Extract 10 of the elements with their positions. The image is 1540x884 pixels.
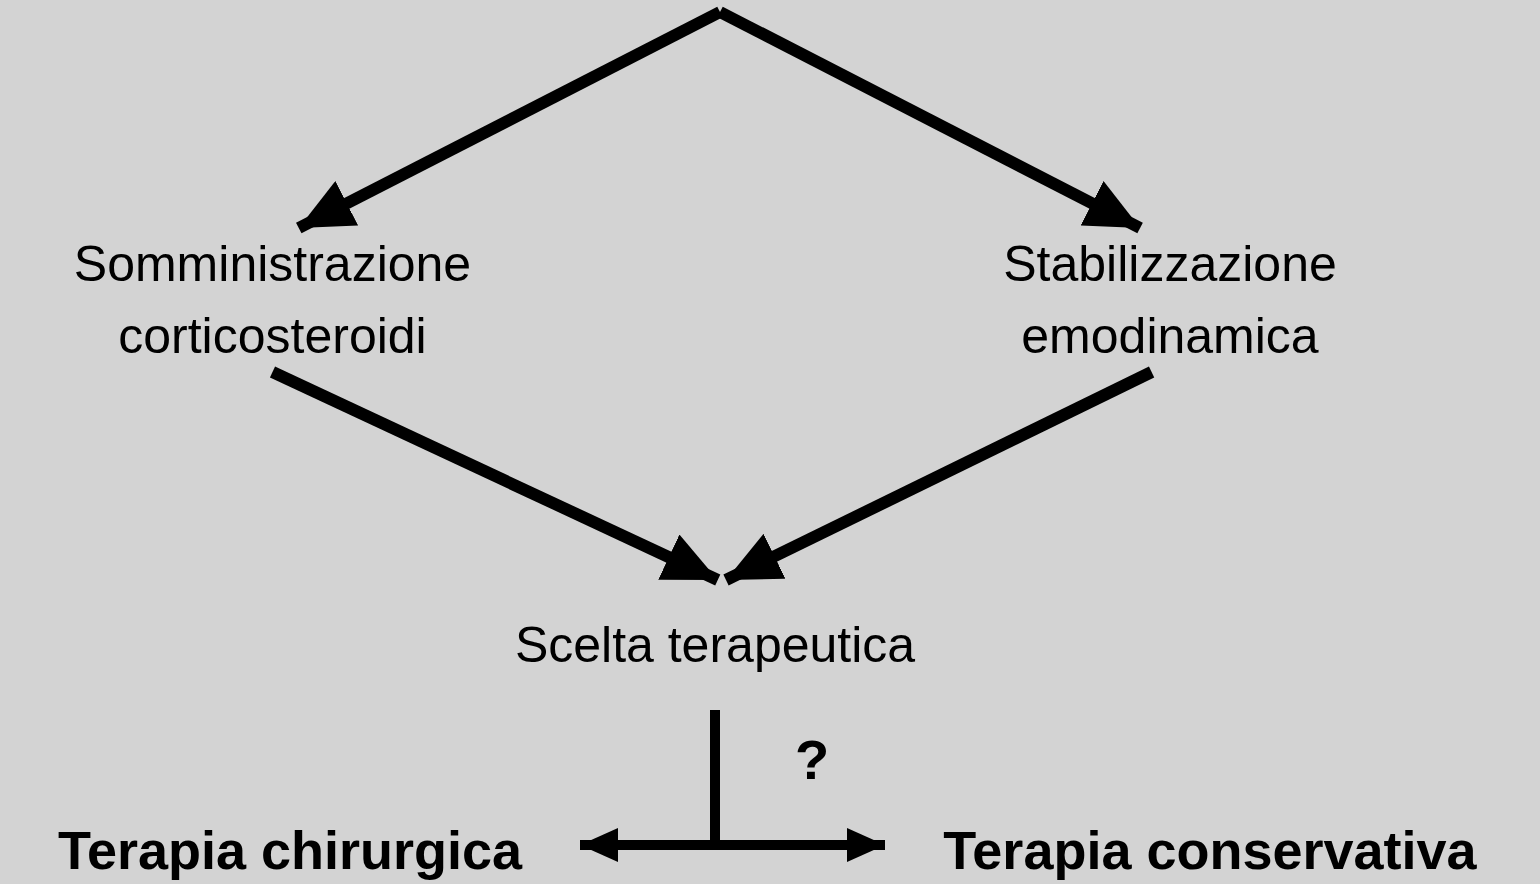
question-mark-label: ? xyxy=(795,730,830,790)
arrow xyxy=(717,6,1143,234)
step-label: Somministrazione corticosteroidi xyxy=(72,235,473,366)
outcome-label: Terapia chirurgica xyxy=(57,819,523,882)
step-label: Scelta terapeutica xyxy=(514,616,916,675)
arrow xyxy=(723,366,1155,586)
arrow xyxy=(296,6,723,234)
arrow xyxy=(269,366,721,586)
step-label: Stabilizzazione emodinamica xyxy=(1002,235,1338,366)
outcome-label: Terapia conservativa xyxy=(943,819,1477,882)
